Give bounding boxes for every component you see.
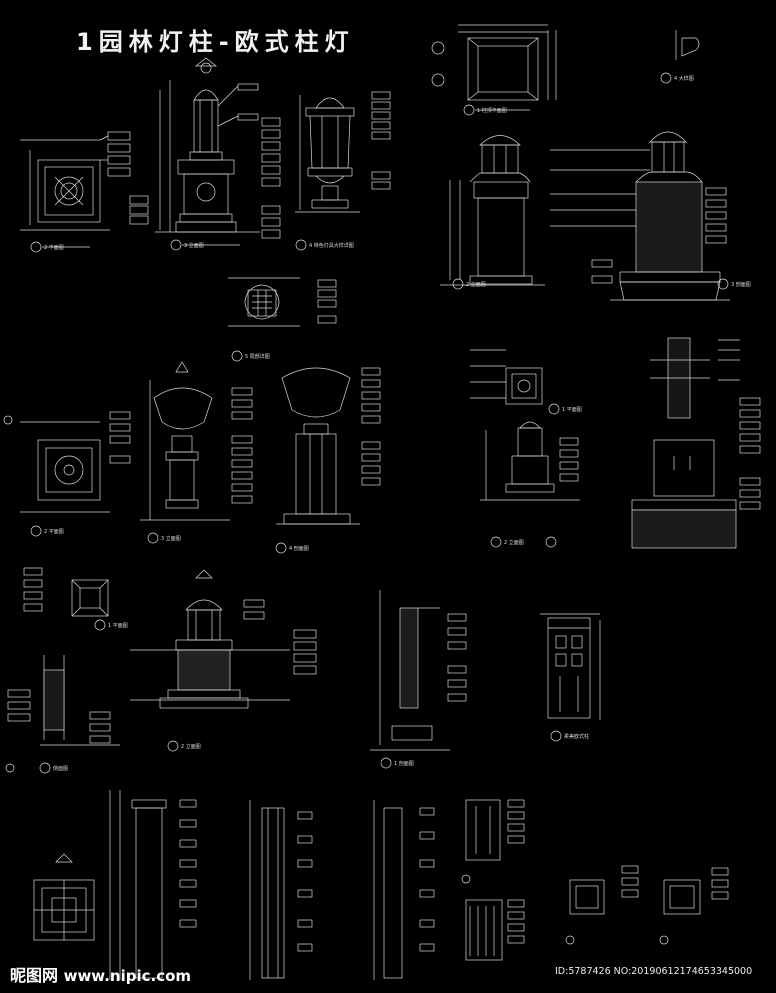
view-label: 1 剖面图 bbox=[394, 761, 414, 767]
small-plans-7 bbox=[565, 865, 729, 945]
front-elevation-3 bbox=[140, 361, 253, 544]
view-label: 柔美欧式柱 bbox=[564, 734, 590, 740]
view-label: 3 剖面图 bbox=[731, 282, 751, 288]
column-elevation-6 bbox=[540, 613, 601, 742]
lamp-detail-1 bbox=[295, 91, 391, 251]
plan-view-3 bbox=[3, 411, 131, 537]
view-label: 5 局部详图 bbox=[245, 354, 270, 360]
view-label: 1 平面图 bbox=[562, 407, 582, 413]
view-label: 2 立面图 bbox=[466, 282, 486, 288]
section-view-3 bbox=[275, 367, 381, 554]
watermark-id: ID:5787426 NO:20190612174653345000 bbox=[555, 966, 753, 977]
front-elevation-1 bbox=[129, 57, 281, 251]
tall-column-section-7 bbox=[249, 800, 313, 980]
front-elevation-2 bbox=[440, 135, 545, 290]
view-label: 3 立面图 bbox=[184, 243, 204, 249]
profile-detail-2 bbox=[660, 30, 700, 84]
view-label: 4 剖面图 bbox=[289, 546, 309, 552]
view-label: 3 立面图 bbox=[161, 536, 181, 542]
view-label: 2 立面图 bbox=[504, 540, 524, 546]
section-view-4 bbox=[631, 337, 761, 549]
front-elevation-5 bbox=[5, 569, 317, 774]
watermark-url[interactable]: www.nipic.com bbox=[63, 967, 192, 985]
plan-view-5 bbox=[23, 567, 109, 631]
detail-sections-7 bbox=[461, 799, 525, 961]
front-elevation-4 bbox=[480, 421, 580, 548]
watermark-site: 昵图网 bbox=[10, 966, 59, 985]
side-section-5 bbox=[370, 590, 467, 769]
view-label: 4 特色灯具大样详图 bbox=[309, 243, 354, 249]
view-label: 4 大样图 bbox=[674, 76, 694, 82]
view-label: 2 平面图 bbox=[44, 245, 64, 251]
tall-column-elevation-7 bbox=[109, 790, 197, 980]
view-label: 2 平面图 bbox=[44, 529, 64, 535]
pattern-detail-3 bbox=[228, 277, 337, 362]
view-label: 2 立面图 bbox=[181, 744, 201, 750]
watermark-logo: 昵图网 www.nipic.com bbox=[10, 962, 191, 986]
view-label: 1 平面图 bbox=[108, 623, 128, 629]
tall-column-side-7 bbox=[373, 800, 435, 980]
plan-view-4 bbox=[470, 349, 560, 415]
top-plan-2 bbox=[431, 24, 557, 116]
view-label: 侧面图 bbox=[53, 766, 69, 772]
section-view-2 bbox=[550, 131, 730, 301]
plan-view-7 bbox=[33, 853, 95, 941]
plan-view-1 bbox=[20, 131, 131, 253]
view-label: 1 柱顶平面图 bbox=[477, 108, 507, 114]
drawing-title: 1园林灯柱-欧式柱灯 bbox=[76, 28, 355, 56]
